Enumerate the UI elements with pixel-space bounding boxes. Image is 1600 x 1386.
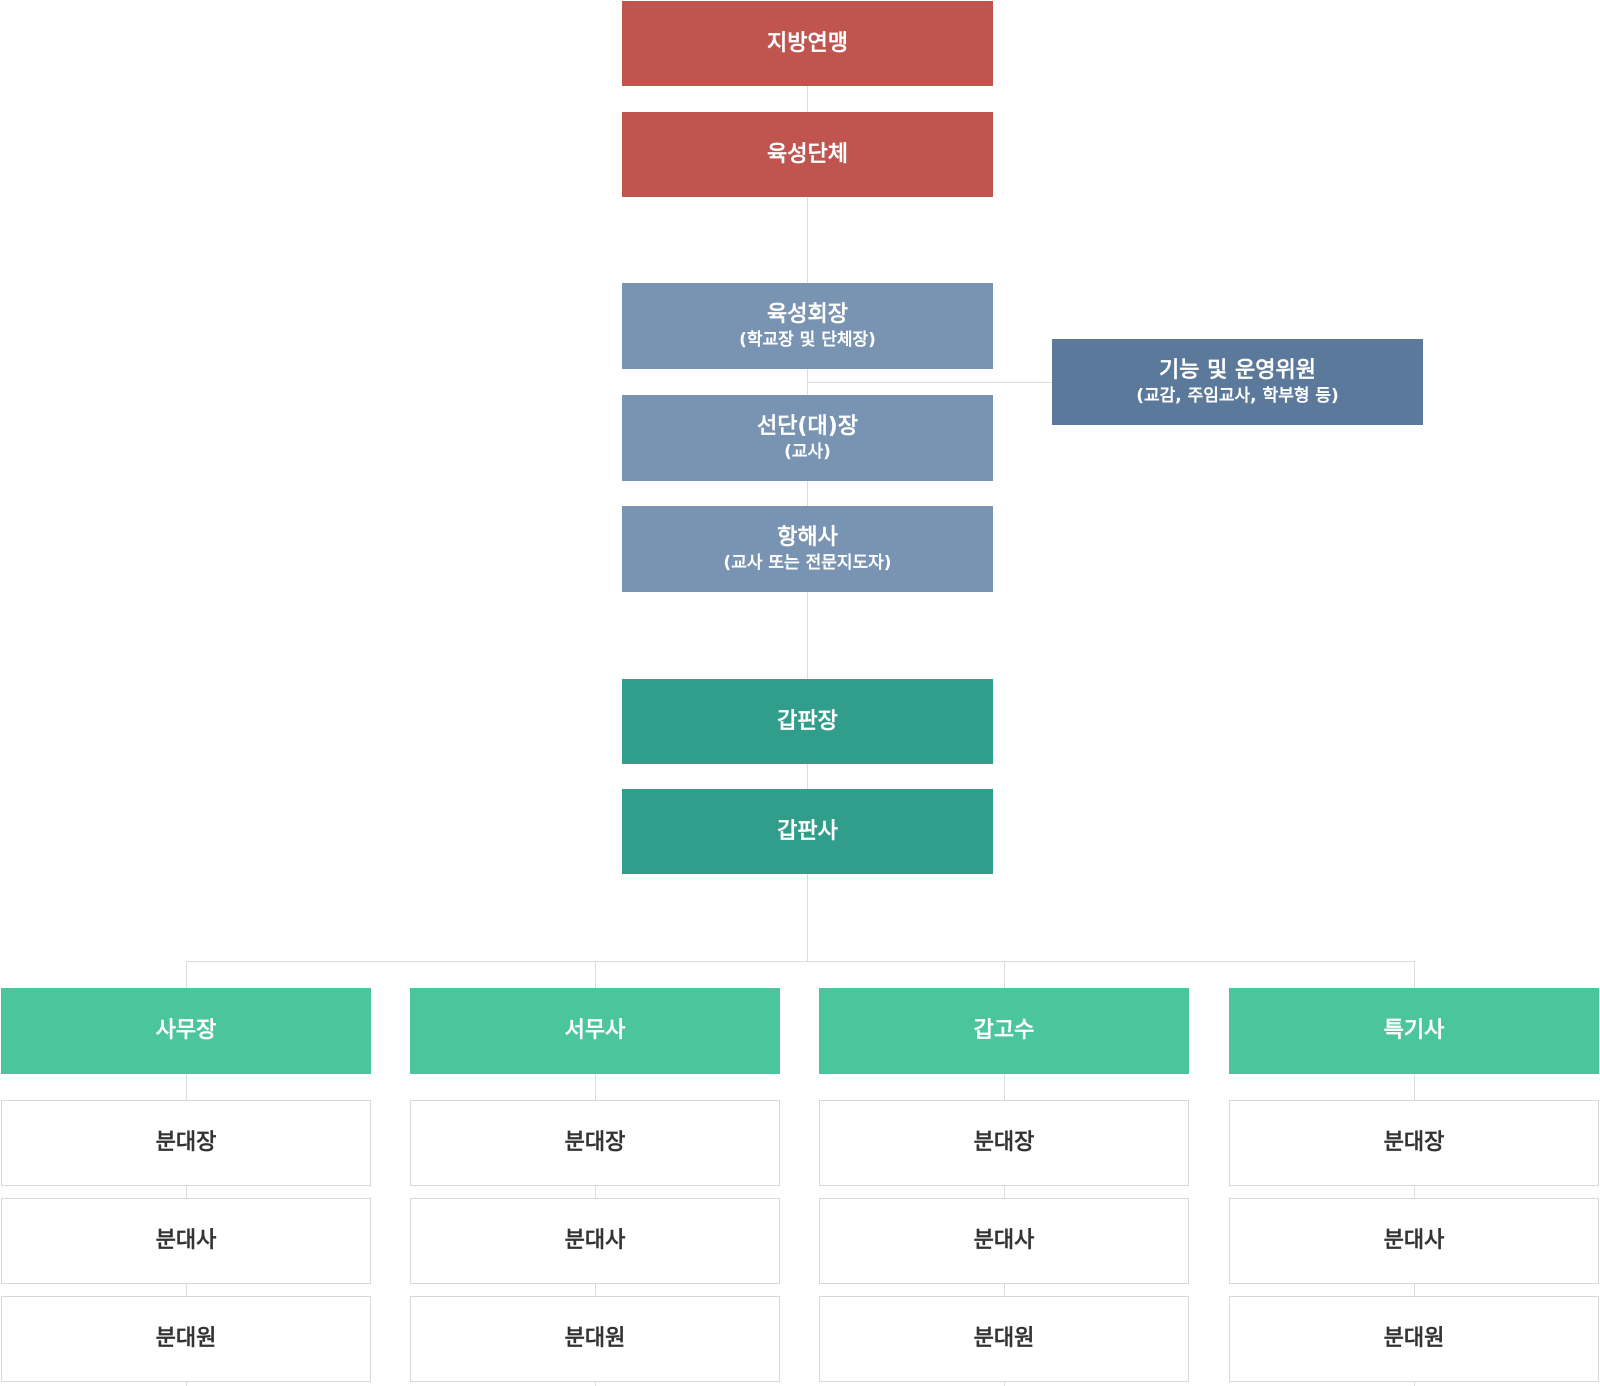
connector-committee: [807, 382, 1052, 383]
division-box: 갑고수: [819, 988, 1189, 1074]
division-box: 특기사: [1229, 988, 1599, 1074]
deck-officer-box: 갑판사: [622, 789, 993, 874]
division-title: 갑고수: [973, 1018, 1035, 1044]
unit-label: 분대원: [1383, 1326, 1445, 1352]
division-box: 서무사: [410, 988, 780, 1074]
unit-label: 분대사: [973, 1228, 1035, 1254]
unit-label: 분대장: [564, 1130, 626, 1156]
connector-division-horizontal: [186, 961, 1415, 962]
unit-box: 분대원: [1229, 1296, 1599, 1382]
unit-label: 분대사: [1383, 1228, 1445, 1254]
division-box: 사무장: [1, 988, 371, 1074]
unit-label: 분대장: [1383, 1130, 1445, 1156]
committee-title: 기능 및 운영위원: [1159, 357, 1316, 383]
division-title: 사무장: [155, 1018, 217, 1044]
federation-box: 지방연맹: [622, 1, 993, 86]
unit-label: 분대원: [973, 1326, 1035, 1352]
leadership-subtitle: (교사): [784, 442, 831, 463]
committee-box: 기능 및 운영위원 (교감, 주임교사, 학부형 등): [1052, 339, 1423, 425]
leadership-subtitle: (학교장 및 단체장): [739, 330, 876, 351]
leadership-box-navigator: 항해사 (교사 또는 전문지도자): [622, 506, 993, 592]
unit-label: 분대장: [973, 1130, 1035, 1156]
deck-officer-label: 갑판사: [777, 818, 838, 844]
organization-box: 육성단체: [622, 112, 993, 197]
leadership-box-captain: 선단(대)장 (교사): [622, 395, 993, 481]
committee-subtitle: (교감, 주임교사, 학부형 등): [1136, 386, 1339, 407]
division-title: 특기사: [1383, 1018, 1445, 1044]
unit-label: 분대사: [564, 1228, 626, 1254]
leadership-subtitle: (교사 또는 전문지도자): [723, 553, 892, 574]
organization-label: 육성단체: [767, 141, 848, 167]
unit-box: 분대장: [1, 1100, 371, 1186]
leadership-box-president: 육성회장 (학교장 및 단체장): [622, 283, 993, 369]
deck-chief-label: 갑판장: [777, 708, 838, 734]
unit-box: 분대사: [819, 1198, 1189, 1284]
unit-label: 분대장: [155, 1130, 217, 1156]
deck-chief-box: 갑판장: [622, 679, 993, 764]
unit-box: 분대장: [410, 1100, 780, 1186]
unit-label: 분대사: [155, 1228, 217, 1254]
leadership-title: 선단(대)장: [756, 413, 859, 439]
division-title: 서무사: [564, 1018, 626, 1044]
unit-box: 분대사: [1, 1198, 371, 1284]
unit-label: 분대원: [155, 1326, 217, 1352]
unit-box: 분대원: [819, 1296, 1189, 1382]
federation-label: 지방연맹: [767, 30, 848, 56]
unit-box: 분대사: [410, 1198, 780, 1284]
leadership-title: 항해사: [777, 524, 838, 550]
unit-box: 분대장: [1229, 1100, 1599, 1186]
unit-box: 분대장: [819, 1100, 1189, 1186]
unit-box: 분대사: [1229, 1198, 1599, 1284]
unit-box: 분대원: [410, 1296, 780, 1382]
unit-box: 분대원: [1, 1296, 371, 1382]
unit-label: 분대원: [564, 1326, 626, 1352]
leadership-title: 육성회장: [767, 301, 848, 327]
